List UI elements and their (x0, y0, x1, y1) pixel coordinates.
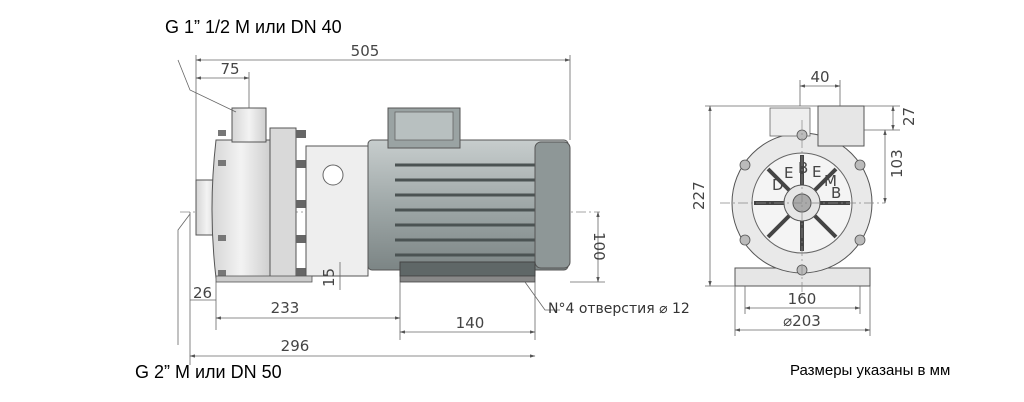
dim-front-feet-spacing: 160 (788, 290, 817, 308)
dim-feet-spacing: 140 (456, 314, 485, 332)
svg-text:E: E (784, 164, 793, 182)
holes-label: N°4 отверстия ⌀ 12 (548, 301, 690, 317)
dim-base-thickness: 15 (320, 268, 338, 287)
dim-base-width: ⌀203 (783, 312, 821, 330)
dim-total-height: 227 (690, 181, 708, 210)
inlet-label: G 1” 1/2 M или DN 40 (165, 17, 342, 37)
motor-fins (395, 163, 535, 257)
outlet-label: G 2” M или DN 50 (135, 362, 282, 382)
svg-text:E: E (812, 163, 821, 181)
dim-port-axis-height: 103 (888, 149, 906, 178)
dim-to-feet: 233 (271, 299, 300, 317)
dim-shaft-height: 100 (590, 232, 608, 261)
svg-text:B: B (798, 159, 808, 177)
dim-overall-length: 505 (351, 42, 380, 60)
front-port (817, 105, 865, 147)
svg-text:D: D (772, 176, 784, 194)
pump-flange (269, 127, 297, 279)
dim-port-width: 40 (810, 68, 829, 86)
units-note: Размеры указаны в мм (790, 362, 950, 379)
logo-letters: D E B E M B (772, 159, 841, 202)
motor-feet (399, 261, 536, 277)
svg-text:B: B (831, 184, 841, 202)
dim-to-top-port: 75 (220, 60, 239, 78)
svg-text:M: M (824, 172, 837, 190)
dim-foot-offset: 26 (193, 284, 212, 302)
dim-total-base: 296 (281, 337, 310, 355)
casing-bolts (218, 130, 226, 276)
side-dimension-lines (177, 55, 605, 365)
front-dimension-lines (705, 80, 900, 336)
top-port (231, 107, 267, 143)
pump-base (215, 275, 313, 283)
flange-bolts (296, 130, 306, 276)
fan-cover (534, 141, 571, 269)
dim-port-height: 27 (900, 107, 918, 126)
side-view: 505 75 26 233 140 296 100 15 G 1” 1/2 M … (135, 17, 690, 382)
front-view: D E B E M B (690, 68, 950, 379)
adapter-window (322, 164, 344, 186)
